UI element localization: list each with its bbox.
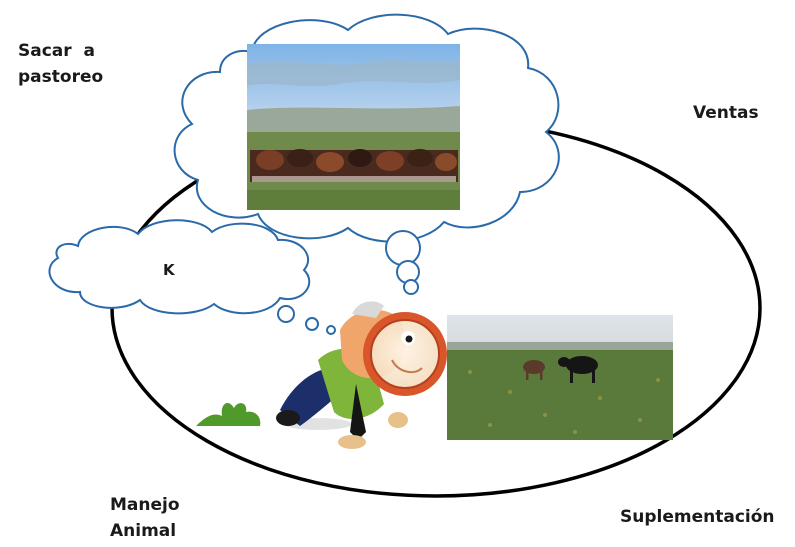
label-manejo-line2: Animal [110, 521, 177, 541]
thought-cloud-k [48, 219, 311, 315]
cow-brown [523, 360, 545, 380]
label-ventas: Ventas [693, 103, 759, 123]
label-suplementacion: Suplementación [620, 507, 775, 527]
label-sacar-a-pastoreo: Sacar a pastoreo [18, 38, 103, 90]
thought-bubbles-top [385, 230, 421, 295]
label-manejo-line1: Manejo [110, 495, 180, 515]
label-sacar-line2: pastoreo [18, 67, 104, 87]
label-sacar-line1: Sacar a [18, 41, 95, 61]
cow-black [558, 356, 598, 383]
grass-tuft-icon [196, 402, 261, 426]
thought-bubbles-small [277, 305, 336, 335]
grazing-cattle-photo [447, 315, 673, 440]
man-with-magnifier [276, 301, 447, 449]
cattle-herd-photo [247, 44, 460, 210]
label-k: K [163, 261, 175, 279]
label-manejo-animal: Manejo Animal [110, 492, 180, 544]
cattle-herd-silhouettes [250, 149, 458, 182]
